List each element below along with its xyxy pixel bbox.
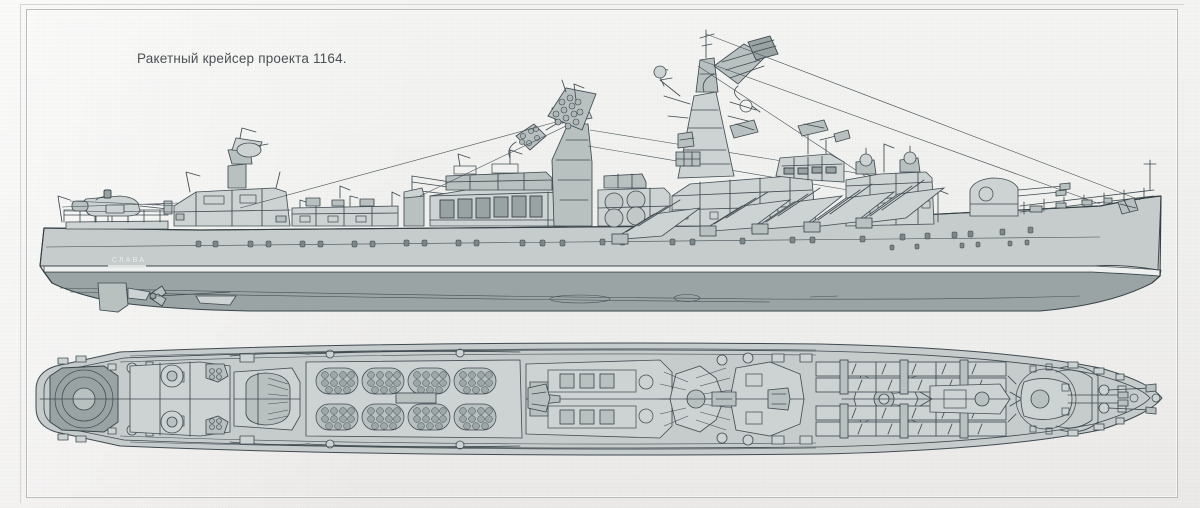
ak-630-cws xyxy=(855,145,921,175)
plan-deck-edge xyxy=(119,353,817,445)
forward-deckhouse-plan xyxy=(919,383,1023,415)
main-mast-tower xyxy=(653,29,1141,205)
p-500-launchers xyxy=(611,179,946,245)
top-steer-radar xyxy=(547,87,597,131)
drawing-caption: Ракетный крейсер проекта 1164. xyxy=(137,51,347,66)
hull-plating-seams xyxy=(45,236,1101,304)
midships-superstructure xyxy=(525,359,673,439)
portholes xyxy=(195,226,1034,251)
hangar-details xyxy=(173,188,291,227)
forecastle-fittings xyxy=(1029,197,1113,213)
hull-underwater xyxy=(43,271,1162,312)
aft-mast-plan xyxy=(233,367,301,431)
helicopter-ka-27 xyxy=(61,189,183,223)
bridge-plan xyxy=(711,361,805,437)
bow-stem xyxy=(1151,195,1162,284)
bridge-radar xyxy=(797,119,851,155)
stern-ensign-staff xyxy=(57,195,71,223)
aft-mast-antennas xyxy=(185,171,313,227)
forward-mast-whips xyxy=(883,143,949,223)
side-deck-gear xyxy=(175,191,401,223)
vls-center-box xyxy=(395,392,437,404)
hull-ship-name: СЛАВА xyxy=(112,257,146,264)
plan-view xyxy=(35,342,1163,456)
plan-longitudinal-lines xyxy=(129,348,817,450)
bridge-windows xyxy=(781,155,843,182)
funnel-uptakes xyxy=(527,383,551,413)
bridge xyxy=(775,153,845,183)
jackstaff xyxy=(1143,159,1157,191)
midships-upper-details xyxy=(445,149,553,191)
helicopter-landing-circle xyxy=(39,365,131,433)
aft-radar-post xyxy=(227,127,269,189)
ak-130-turret xyxy=(969,177,1071,217)
stern-transom xyxy=(39,227,53,284)
shaft-bracket xyxy=(127,287,151,301)
stabilizer-fin xyxy=(195,295,237,306)
stern-deck-structure xyxy=(65,220,169,230)
hull-name-underline xyxy=(108,265,146,268)
top-dome-radar xyxy=(702,35,779,93)
aft-deck-fittings xyxy=(305,185,375,207)
mast-antenna-tub xyxy=(675,151,701,167)
plan-ak-630 xyxy=(205,363,229,435)
aft-mast xyxy=(239,79,901,227)
plan-bridge-gear xyxy=(716,352,813,446)
forecastle-plan xyxy=(1029,361,1157,437)
plan-hull-inner-line xyxy=(43,349,1151,449)
sa-n-4-launcher xyxy=(160,364,184,434)
aft-mast-antenna-array xyxy=(508,123,557,159)
aft-deckhouse-details xyxy=(291,205,399,227)
midships-windows xyxy=(439,195,543,219)
plan-aft-deck-lines xyxy=(229,352,311,446)
plan-vls-deck-lines xyxy=(305,348,521,450)
rudder xyxy=(97,282,129,313)
side-elevation-view: СЛАВА xyxy=(39,29,1162,313)
sa-n-6-vls-cells xyxy=(305,359,523,439)
bow-tip xyxy=(1151,393,1161,403)
propeller-shaft xyxy=(157,291,231,297)
